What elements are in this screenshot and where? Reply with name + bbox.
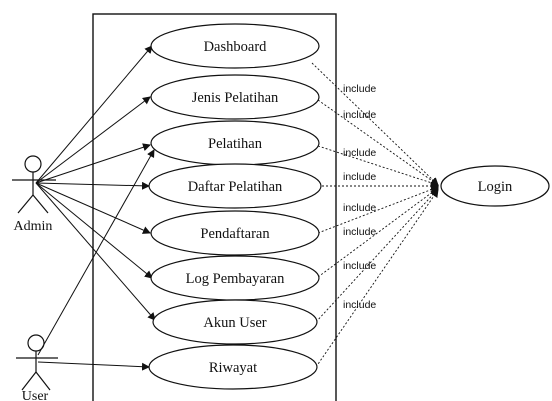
include-pelatihan-login (317, 145, 439, 187)
include-label: include (343, 202, 376, 214)
include-label: include (343, 171, 376, 183)
include-label: include (343, 226, 376, 238)
assoc-admin-daftar-pelatihan (35, 181, 150, 190)
use-case-akun-user-label: Akun User (203, 315, 266, 331)
assoc-admin-dashboard (35, 45, 153, 184)
system-boundary (92, 13, 337, 401)
use-case-dashboard: Dashboard (150, 23, 320, 69)
use-case-daftar-pelatihan-label: Daftar Pelatihan (188, 179, 283, 195)
use-case-pendaftaran-label: Pendaftaran (200, 226, 270, 242)
include-labels: include include include include include … (343, 83, 376, 311)
use-case-pendaftaran: Pendaftaran (150, 210, 320, 256)
admin-actor (12, 155, 56, 214)
assoc-user-pelatihan (37, 149, 155, 356)
assoc-admin-pendaftaran (35, 182, 151, 234)
include-label: include (343, 83, 376, 95)
assoc-admin-log-pembayaran (35, 182, 153, 279)
include-jenis-pelatihan-login (317, 99, 439, 186)
include-dashboard-login (311, 62, 439, 186)
include-pendaftaran-login (317, 185, 439, 234)
use-case-riwayat: Riwayat (148, 344, 318, 390)
use-case-log-pembayaran: Log Pembayaran (150, 255, 320, 301)
use-case-login: Login (440, 165, 550, 207)
user-associations (37, 149, 155, 371)
assoc-admin-pelatihan (35, 143, 151, 184)
use-case-pelatihan-label: Pelatihan (208, 136, 263, 152)
use-case-log-pembayaran-label: Log Pembayaran (186, 271, 285, 287)
admin-associations (35, 45, 156, 321)
use-case-jenis-pelatihan-label: Jenis Pelatihan (192, 90, 279, 106)
user-actor (16, 334, 58, 391)
admin-actor-label: Admin (14, 219, 53, 234)
include-label: include (343, 299, 376, 311)
use-case-daftar-pelatihan: Daftar Pelatihan (148, 163, 322, 209)
use-case-jenis-pelatihan: Jenis Pelatihan (150, 74, 320, 120)
include-label: include (343, 109, 376, 121)
include-dependencies (311, 62, 439, 368)
use-case-dashboard-label: Dashboard (204, 39, 268, 55)
include-log-pembayaran-login (317, 187, 439, 278)
include-riwayat-login (315, 189, 439, 368)
include-akun-user-login (315, 188, 439, 323)
use-case-pelatihan: Pelatihan (150, 120, 320, 166)
assoc-admin-jenis-pelatihan (35, 96, 151, 184)
use-case-akun-user: Akun User (152, 299, 318, 345)
include-label: include (343, 260, 376, 272)
include-label: include (343, 147, 376, 159)
assoc-user-riwayat (37, 361, 150, 371)
use-case-login-label: Login (478, 179, 513, 195)
use-case-riwayat-label: Riwayat (209, 360, 257, 376)
assoc-admin-akun-user (35, 182, 156, 321)
user-actor-label: User (22, 389, 49, 401)
